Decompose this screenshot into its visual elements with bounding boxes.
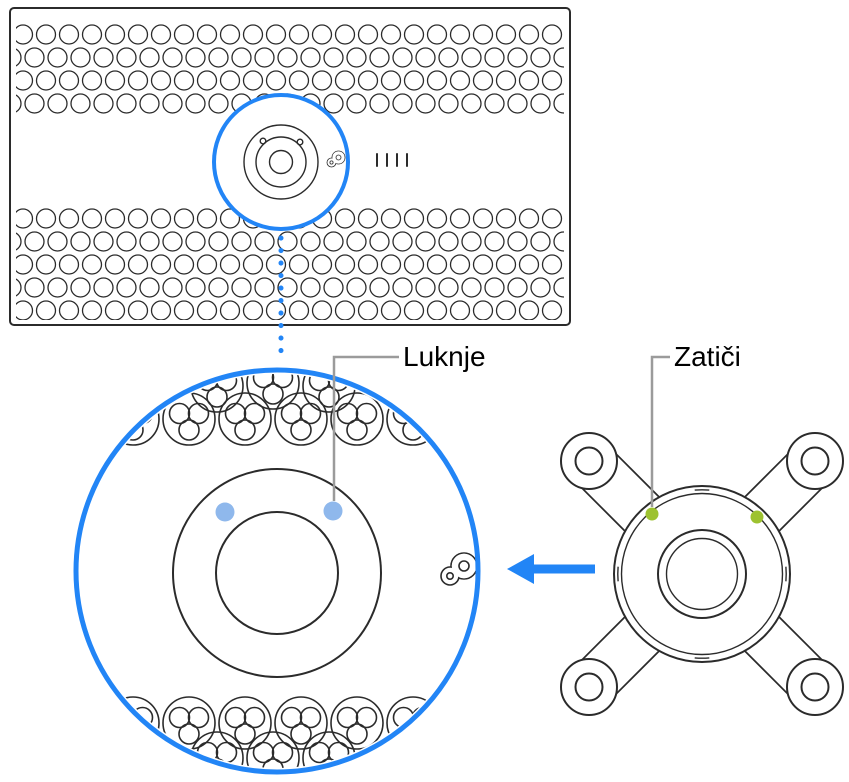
- display-back: [9, 7, 571, 326]
- connector-ports: [376, 153, 408, 167]
- highlight-circle: [212, 93, 350, 231]
- pin-dot-left: [645, 507, 659, 521]
- pin-dot-right: [750, 510, 764, 524]
- arrow-left-icon: [507, 554, 595, 584]
- vesa-adapter: [560, 432, 844, 716]
- magnified-mount-inner-ring: [215, 511, 339, 635]
- mount-small-hole-left: [259, 137, 267, 145]
- hole-dot-right: [323, 501, 343, 521]
- hole-dot-left: [215, 502, 235, 522]
- mount-area: [212, 93, 350, 231]
- label-holes: Luknje: [403, 341, 486, 372]
- adapter-center-hole-outer: [657, 529, 747, 619]
- magnified-circle-border: [73, 367, 481, 775]
- magnified-view: [73, 367, 481, 775]
- callout-line-pins: [650, 355, 670, 507]
- adapter-center-hole-inner: [665, 537, 739, 611]
- label-pins: Zatiči: [674, 341, 741, 372]
- mount-small-hole-right: [296, 138, 304, 146]
- mount-center-hole: [268, 149, 294, 175]
- adapter-detail-arcs: [617, 489, 787, 659]
- mount-middle-ring: [255, 136, 307, 188]
- callout-line-holes: [332, 355, 399, 501]
- mount-outer-ring: [243, 124, 319, 200]
- mount-clearing: [215, 96, 347, 228]
- adapter-arm-lobes: [560, 432, 844, 716]
- adapter-disc-inner-edge: [620, 492, 784, 656]
